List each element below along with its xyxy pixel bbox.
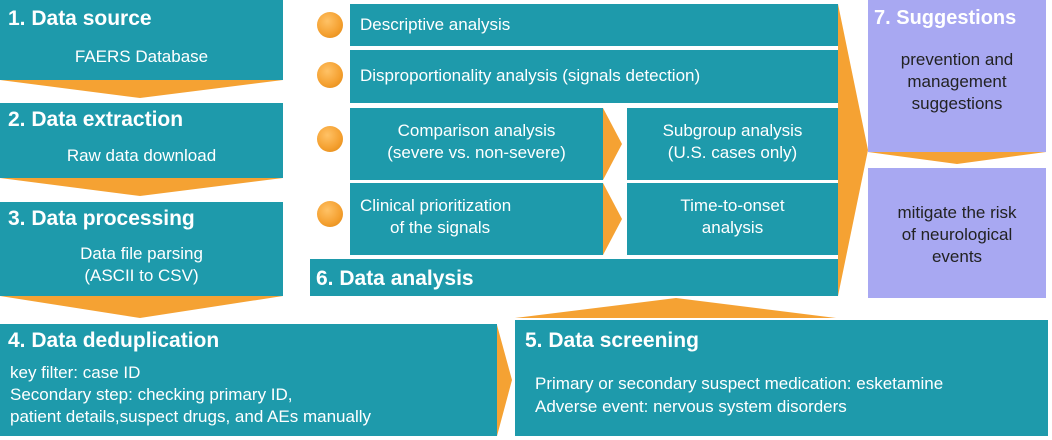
subgroup-analysis-line2: (U.S. cases only) [667, 143, 798, 162]
box-descriptive-analysis: Descriptive analysis [350, 4, 838, 46]
data-deduplication-line2: Secondary step: checking primary ID, [10, 385, 293, 404]
disproportionality-analysis-label: Disproportionality analysis (signals det… [360, 66, 701, 85]
descriptive-analysis-label: Descriptive analysis [360, 15, 511, 34]
data-processing-line2: (ASCII to CSV) [84, 266, 199, 285]
arrow-clinical-to-onset [603, 183, 622, 255]
box-disproportionality-analysis: Disproportionality analysis (signals det… [350, 50, 838, 103]
data-processing-title: 3. Data processing [8, 207, 195, 230]
step-data-screening: 5. Data screening Primary or secondary s… [515, 320, 1048, 436]
box-clinical-prioritization: Clinical prioritization of the signals [350, 183, 603, 255]
arrow-source-to-extraction [0, 80, 283, 98]
subgroup-analysis-line1: Subgroup analysis [662, 121, 803, 140]
data-screening-line1: Primary or secondary suspect medication:… [535, 374, 944, 393]
arrow-deduplication-to-screening [497, 325, 512, 436]
suggestions-box2-line2: of neurological [901, 225, 1013, 244]
box-subgroup-analysis: Subgroup analysis (U.S. cases only) [627, 108, 838, 180]
data-analysis-title: 6. Data analysis [316, 267, 474, 290]
comparison-analysis-line1: Comparison analysis [397, 121, 556, 140]
step-data-processing: 3. Data processing Data file parsing (AS… [0, 202, 283, 296]
suggestions-box1-line3: suggestions [911, 94, 1003, 113]
comparison-analysis-line2: (severe vs. non-severe) [387, 143, 566, 162]
clinical-prioritization-line1: Clinical prioritization [360, 196, 512, 215]
data-screening-title: 5. Data screening [525, 329, 699, 352]
arrow-suggestions-down [868, 152, 1046, 164]
box-suggestions-mitigate: mitigate the risk of neurological events [868, 168, 1046, 298]
arrow-screening-to-analysis [515, 298, 836, 318]
suggestions-box1-line1: prevention and [900, 50, 1014, 69]
data-deduplication-line1: key filter: case ID [10, 363, 141, 382]
time-to-onset-line2: analysis [701, 218, 764, 237]
bullet-disproportionality-icon [317, 62, 343, 88]
data-extraction-text: Raw data download [66, 146, 217, 165]
suggestions-title: 7. Suggestions [874, 7, 1017, 29]
suggestions-box2-line3: events [931, 247, 983, 266]
suggestions-box2-line1: mitigate the risk [897, 203, 1017, 222]
bullet-clinical-icon [317, 201, 343, 227]
step-data-extraction: 2. Data extraction Raw data download [0, 103, 283, 178]
box-comparison-analysis: Comparison analysis (severe vs. non-seve… [350, 108, 603, 180]
box-suggestions-prevention: 7. Suggestions prevention and management… [868, 0, 1046, 152]
arrow-comparison-to-subgroup [603, 108, 622, 180]
data-screening-line2: Adverse event: nervous system disorders [535, 397, 847, 416]
arrow-analysis-to-suggestions [838, 4, 868, 296]
box-time-to-onset: Time-to-onset analysis [627, 183, 838, 255]
data-deduplication-line3: patient details,suspect drugs, and AEs m… [10, 407, 371, 426]
clinical-prioritization-line2: of the signals [390, 218, 491, 237]
arrow-processing-to-deduplication [0, 296, 283, 318]
suggestions-box1-line2: management [907, 72, 1007, 91]
data-processing-line1: Data file parsing [80, 244, 203, 263]
time-to-onset-line1: Time-to-onset [680, 196, 785, 215]
arrow-extraction-to-processing [0, 178, 283, 196]
data-source-text: FAERS Database [74, 47, 209, 66]
step-data-source: 1. Data source FAERS Database [0, 0, 283, 80]
data-source-title: 1. Data source [8, 7, 152, 30]
step-data-deduplication: 4. Data deduplication key filter: case I… [0, 324, 497, 436]
bullet-comparison-icon [317, 126, 343, 152]
box-data-analysis-title: 6. Data analysis [310, 259, 838, 296]
data-extraction-title: 2. Data extraction [8, 108, 184, 131]
bullet-descriptive-icon [317, 12, 343, 38]
data-deduplication-title: 4. Data deduplication [8, 329, 220, 352]
